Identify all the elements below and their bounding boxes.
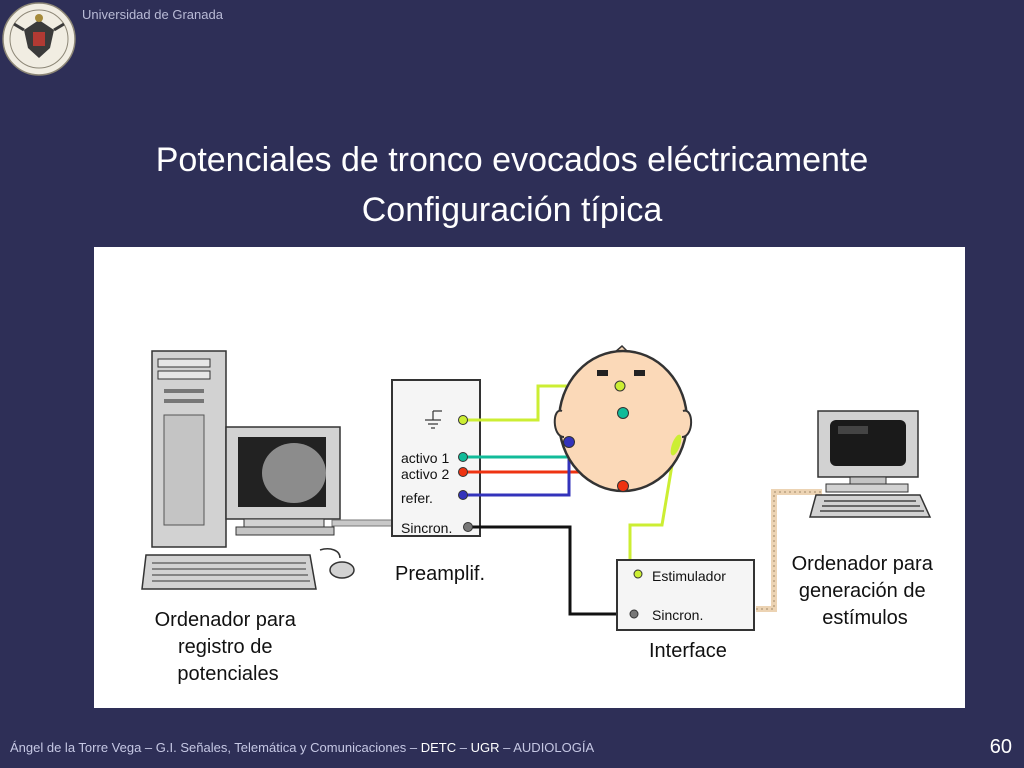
preamplifier-box: activo 1 activo 2 refer. Sincron. — [391, 379, 481, 537]
interface-box: Estimulador Sincron. — [616, 559, 755, 631]
preamp-label: Preamplif. — [395, 563, 485, 585]
interface-stimulator-label: Estimulador — [652, 568, 726, 584]
slide-title-line1: Potenciales de tronco evocados eléctrica… — [155, 141, 869, 179]
preamp-active2-label: activo 2 — [401, 466, 449, 482]
preamp-reference-label: refer. — [401, 490, 433, 506]
footer-group: G.I. Señales, Telemática y Comunicacione… — [155, 740, 407, 755]
footer-credits: Ángel de la Torre Vega – G.I. Señales, T… — [10, 740, 595, 755]
interface-label: Interface — [649, 640, 727, 662]
preamp-active1-label: activo 1 — [401, 450, 449, 466]
interface-sync-label: Sincron. — [652, 607, 703, 623]
setup-diagram: activo 1 activo 2 refer. Sincron. Preamp… — [141, 344, 939, 685]
stimulus-computer-icon — [809, 410, 932, 518]
institution-name: Universidad de Granada — [82, 7, 223, 22]
diagram-panel: activo 1 activo 2 refer. Sincron. Preamp… — [94, 247, 965, 708]
recording-computer-label: Ordenador para registro de potenciales — [155, 609, 302, 685]
sync-wire — [468, 525, 634, 616]
stimulus-computer-label: Ordenador para generación de estímulos — [792, 553, 939, 629]
preamp-sync-label: Sincron. — [401, 520, 452, 536]
ground-icon — [425, 410, 442, 429]
recording-computer-icon — [141, 350, 355, 590]
page-number: 60 — [989, 736, 1012, 758]
university-seal-logo — [2, 2, 76, 76]
slide-title-line2: Configuración típica — [361, 191, 663, 229]
footer-author: Ángel de la Torre Vega — [10, 740, 142, 755]
footer-dept: DETC — [420, 740, 457, 755]
footer-uni: UGR — [470, 740, 500, 755]
footer-topic: AUDIOLOGÍA — [513, 740, 595, 755]
